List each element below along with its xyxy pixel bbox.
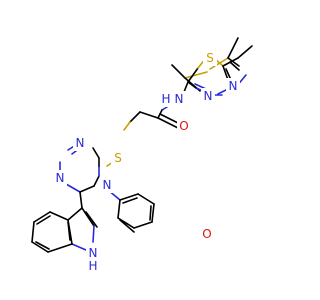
bond bbox=[184, 71, 208, 79]
bond bbox=[227, 37, 239, 59]
bond bbox=[67, 207, 83, 221]
bond bbox=[229, 61, 240, 71]
triazole-nitrogen-1: N bbox=[76, 136, 85, 150]
bond bbox=[33, 211, 51, 223]
bond bbox=[133, 221, 153, 229]
indole-hydrogen: H bbox=[88, 259, 97, 273]
bond bbox=[67, 221, 71, 241]
bond bbox=[151, 203, 155, 223]
bond bbox=[123, 121, 131, 131]
bond bbox=[171, 64, 186, 79]
bond bbox=[139, 111, 159, 119]
bond bbox=[65, 183, 81, 193]
bond bbox=[222, 65, 229, 81]
bond bbox=[222, 57, 239, 67]
bond bbox=[187, 67, 199, 83]
thioether-sulfur: S bbox=[114, 151, 122, 165]
bond bbox=[119, 219, 135, 233]
indole-nitrogen: N bbox=[89, 246, 98, 260]
amide-hydrogen: H bbox=[161, 92, 170, 106]
bond bbox=[36, 215, 51, 225]
bonds bbox=[31, 37, 253, 253]
triazole-nitrogen-2: N bbox=[56, 171, 65, 185]
bond bbox=[31, 221, 35, 243]
bond bbox=[227, 57, 240, 67]
triazole-nitrogen-4: N bbox=[103, 178, 112, 192]
bond bbox=[149, 205, 152, 221]
bond bbox=[122, 197, 138, 204]
bond bbox=[93, 175, 100, 187]
bond bbox=[92, 225, 95, 243]
bond bbox=[159, 113, 179, 124]
thiadiazole-nitrogen-3: N bbox=[204, 89, 213, 103]
molecule-structure: S N N N H O S N N N O N H bbox=[31, 37, 253, 273]
bond bbox=[92, 147, 100, 159]
bond bbox=[137, 193, 155, 205]
bond bbox=[117, 199, 121, 219]
bond bbox=[35, 241, 50, 250]
bond bbox=[47, 243, 73, 253]
bond bbox=[157, 117, 179, 129]
thiadiazole-nitrogen-4: N bbox=[229, 79, 238, 93]
atom-labels: S N N N H O S N N N O N H bbox=[53, 50, 240, 273]
bond bbox=[49, 211, 69, 221]
amide-nitrogen: N bbox=[175, 92, 184, 106]
bond bbox=[71, 243, 87, 251]
bond bbox=[81, 207, 95, 227]
bond bbox=[79, 191, 83, 209]
bond bbox=[119, 193, 139, 201]
bond bbox=[85, 211, 98, 228]
bond bbox=[79, 185, 95, 193]
bond bbox=[187, 81, 197, 89]
bond bbox=[31, 241, 49, 253]
bond bbox=[183, 81, 189, 93]
thiadiazole-sulfur: S bbox=[206, 51, 214, 65]
carbonyl-oxygen: O bbox=[179, 119, 188, 133]
bond bbox=[129, 111, 141, 123]
methoxy-oxygen: O bbox=[202, 227, 211, 241]
bond bbox=[237, 45, 253, 59]
